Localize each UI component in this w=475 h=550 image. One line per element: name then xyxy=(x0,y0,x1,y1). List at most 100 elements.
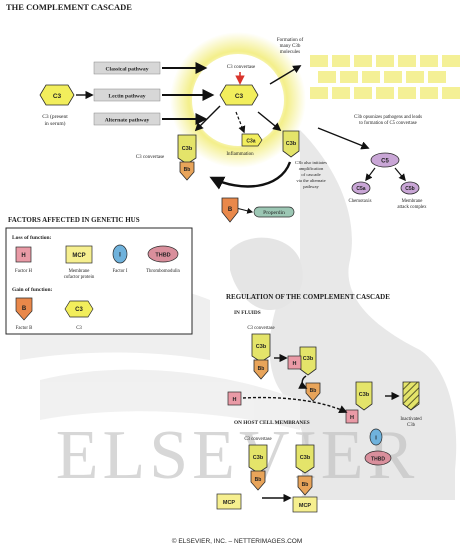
pathway-boxes: Classical pathway Lectin pathway Alterna… xyxy=(93,61,161,126)
host-convertase-label: C3 convertase xyxy=(244,437,271,442)
c3a-shape xyxy=(241,133,263,147)
factor-h-label: Factor H xyxy=(15,269,32,274)
thbd-text: THBD xyxy=(155,253,170,259)
factor-b-text: B xyxy=(228,207,233,213)
alternate-pathway-box xyxy=(93,112,161,126)
host2-bb-text: Bb xyxy=(255,477,262,483)
host-mcp-shape xyxy=(216,493,242,510)
c3-serum: C3 C3 (present in serum) xyxy=(39,84,75,127)
amplification-line-2: amplification xyxy=(299,166,324,171)
amplification-line-1: C3b also initiates xyxy=(295,160,327,165)
c3b-right-text: C3b xyxy=(286,141,297,147)
thbd-label: Thrombomodulin xyxy=(146,269,180,274)
host-i-text: I xyxy=(375,436,377,442)
mcp-text: MCP xyxy=(72,253,85,259)
fluids-c3b-2-text: C3b xyxy=(303,356,314,362)
factor-h-shape xyxy=(15,246,32,263)
host3-c3b-shape xyxy=(295,444,315,474)
c3-serum-hexagon xyxy=(39,84,75,106)
factor-i-text: I xyxy=(119,253,121,259)
bb-shape xyxy=(179,161,195,181)
footer-credit: © ELSEVIER, INC. – NETTERIMAGES.COM xyxy=(172,537,302,545)
mac-label-2: attack complex xyxy=(397,205,427,210)
host2-c3b-text: C3b xyxy=(253,455,264,461)
factor-b-shape xyxy=(221,197,239,223)
c3-center-hexagon xyxy=(219,84,259,106)
mac-label-1: Membrane xyxy=(402,199,423,204)
c3-serum-label-2: in serum) xyxy=(45,120,66,127)
lectin-pathway-box xyxy=(93,88,161,102)
watermark: ELSEVIER xyxy=(56,417,419,494)
amplification-line-5: pathway xyxy=(303,184,319,189)
formation-label-2: many C3b xyxy=(280,44,301,49)
in-fluids-label: IN FLUIDS xyxy=(234,310,261,316)
gain-heading: Gain of function: xyxy=(12,287,53,293)
hus-factor-b-shape xyxy=(15,297,33,321)
factor-h-text: H xyxy=(21,253,25,259)
inactivated-label-1: Inactivated xyxy=(400,417,422,422)
fluids-bb-shape xyxy=(253,359,269,380)
free-h-text: H xyxy=(233,397,237,403)
c5-shape xyxy=(370,152,400,168)
hus-box xyxy=(5,227,193,335)
host-thbd-text: THBD xyxy=(371,457,385,463)
host-membrane-regulation: C3 convertase C3b Bb MCP C3b Bb MCP xyxy=(216,437,318,513)
fluids-bb-released-shape xyxy=(305,382,321,402)
host2-bb-shape xyxy=(250,470,266,491)
cascade-arrows xyxy=(76,62,406,214)
c3-serum-text: C3 xyxy=(53,93,62,100)
host3-c3b-text: C3b xyxy=(300,455,311,461)
host-mcp-text: MCP xyxy=(223,500,236,506)
factor-i-label: Factor I xyxy=(112,269,127,274)
c3b-right-shape xyxy=(282,130,300,158)
classical-pathway-label: Classical pathway xyxy=(105,67,148,73)
amplification-line-4: via the alternate xyxy=(296,178,325,183)
c3-convertase-top-label: C3 convertase xyxy=(227,65,256,70)
amplification-line-3: of cascade xyxy=(301,172,320,177)
c3b-opsonization-blocks xyxy=(310,55,460,99)
host-c3b-text: C3b xyxy=(359,392,370,398)
c3b-text: C3b xyxy=(182,146,193,152)
formation-label-1: Formation of xyxy=(277,38,304,43)
lectin-pathway-label: Lectin pathway xyxy=(108,94,145,100)
host-h-text: H xyxy=(350,415,354,421)
host3-bb-text: Bb xyxy=(302,482,309,488)
mcp-label-1: Membrane xyxy=(69,269,90,274)
c3-convertase-left-label: C3 convertase xyxy=(136,155,165,160)
hus-c3-label: C3 xyxy=(76,326,82,331)
c3-serum-label-1: C3 (present xyxy=(42,113,68,120)
fluid-regulation: C3 convertase C3b Bb C3b H Bb H C3b H I … xyxy=(227,326,422,466)
c3-convertase-complex: C3b Bb C3 convertase xyxy=(136,134,197,181)
inactivated-label-2: C3b xyxy=(407,423,416,428)
fluids-c3b-shape xyxy=(251,333,271,363)
opsonize-line-1: C3b opsonizes pathogens and leads xyxy=(354,115,422,120)
mcp-label-2: cofactor protein xyxy=(64,275,95,280)
regulation-title: REGULATION OF THE COMPLEMENT CASCADE xyxy=(226,293,390,301)
c5b-text: C5b xyxy=(405,186,414,192)
fluids-c3b-text: C3b xyxy=(256,344,267,350)
thbd-shape xyxy=(147,245,179,263)
loss-heading: Loss of function: xyxy=(12,235,52,241)
host-h-shape xyxy=(345,409,359,424)
bb-text: Bb xyxy=(184,167,191,173)
c3-center-text: C3 xyxy=(235,93,244,100)
c5a-text: C5a xyxy=(356,186,365,192)
amplification-note: C3b also initiates amplification of casc… xyxy=(295,160,327,189)
alternate-pathway-label: Alternate pathway xyxy=(105,118,150,124)
hus-c3-text: C3 xyxy=(75,307,83,313)
c3a-text: C3a xyxy=(246,139,255,145)
c3b-shape xyxy=(177,134,197,165)
regulation-arrows xyxy=(242,353,400,503)
formation-label-3: molecules xyxy=(280,50,300,55)
free-h-shape xyxy=(227,391,242,406)
c5a-shape xyxy=(351,181,371,195)
host2-c3b-shape xyxy=(248,444,268,474)
host-thbd-shape xyxy=(364,450,392,466)
properdin-shape xyxy=(253,206,295,218)
host-c3b-shape xyxy=(355,381,373,411)
properdin-text: Properdin xyxy=(263,210,285,216)
fluids-convertase-label: C3 convertase xyxy=(247,326,274,331)
c5-text: C5 xyxy=(381,159,389,165)
opsonize-line-2: to formation of C5 convertase xyxy=(359,121,417,126)
